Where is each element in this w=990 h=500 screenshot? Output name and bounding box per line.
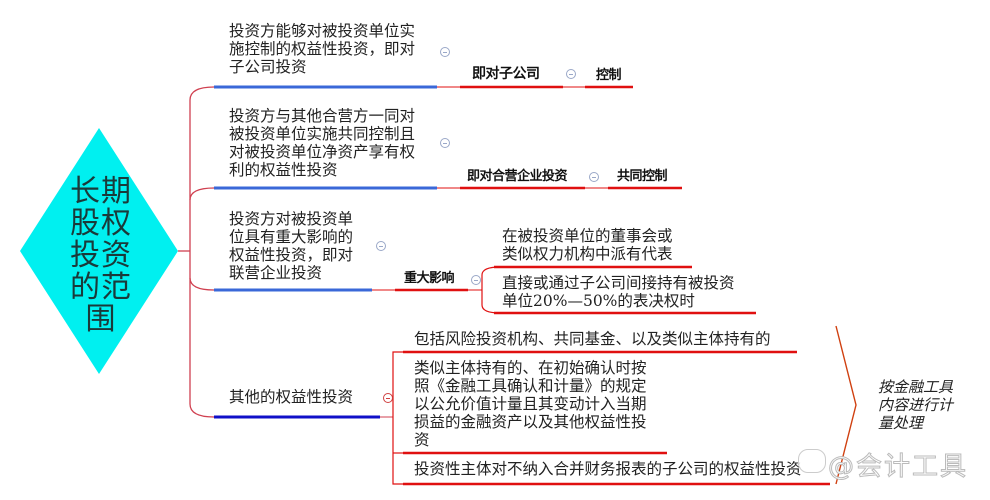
branch-1-grandchild[interactable]: 控制: [596, 68, 622, 83]
branch-1-child[interactable]: 即对子公司: [472, 66, 540, 82]
branch-3-subitem-2[interactable]: 直接或通过子公司间接持有被投资 单位20%—50%的表决权时: [502, 274, 735, 310]
branch-4-subitem-3[interactable]: 投资性主体对不纳入合并财务报表的子公司的权益性投资: [414, 460, 802, 478]
collapse-toggle-icon[interactable]: [471, 275, 481, 285]
summary-note[interactable]: 按金融工具 内容进行计 量处理: [878, 378, 954, 432]
watermark-text: @会计工具: [827, 452, 969, 483]
root-title[interactable]: 长期股权投资的范围: [70, 174, 132, 337]
branch-2-text[interactable]: 投资方与其他合营方一同对 被投资单位实施共同控制且 对被投资单位净资产享有权 利…: [229, 107, 416, 179]
branch-3-text[interactable]: 投资方对被投资单 位具有重大影响的 权益性投资，即对 联营企业投资: [229, 210, 354, 282]
branch-4-text[interactable]: 其他的权益性投资: [229, 388, 354, 406]
branch-2-grandchild[interactable]: 共同控制: [617, 169, 668, 184]
branch-2-child[interactable]: 即对合营企业投资: [467, 169, 568, 184]
branch-4-subitem-2[interactable]: 类似主体持有的、在初始确认时按 照《金融工具确认和计量》的规定 以公允价值计量且…: [414, 359, 647, 449]
branch-1-text[interactable]: 投资方能够对被投资单位实 施控制的权益性投资，即对 子公司投资: [229, 22, 416, 76]
paw-logo-icon: [798, 449, 826, 473]
collapse-toggle-icon[interactable]: [376, 241, 386, 251]
collapse-toggle-icon[interactable]: [589, 172, 599, 182]
root-diamond: [20, 128, 178, 374]
branch-3-subitem-1[interactable]: 在被投资单位的董事会或 类似权力机构中派有代表: [502, 227, 673, 263]
branch-4-subitem-1[interactable]: 包括风险投资机构、共同基金、以及类似主体持有的: [414, 330, 771, 348]
collapse-toggle-icon[interactable]: [566, 69, 576, 79]
collapse-toggle-icon[interactable]: [383, 393, 393, 403]
collapse-toggle-icon[interactable]: [440, 138, 450, 148]
collapse-toggle-icon[interactable]: [440, 47, 450, 57]
branch-3-child[interactable]: 重大影响: [404, 271, 455, 286]
